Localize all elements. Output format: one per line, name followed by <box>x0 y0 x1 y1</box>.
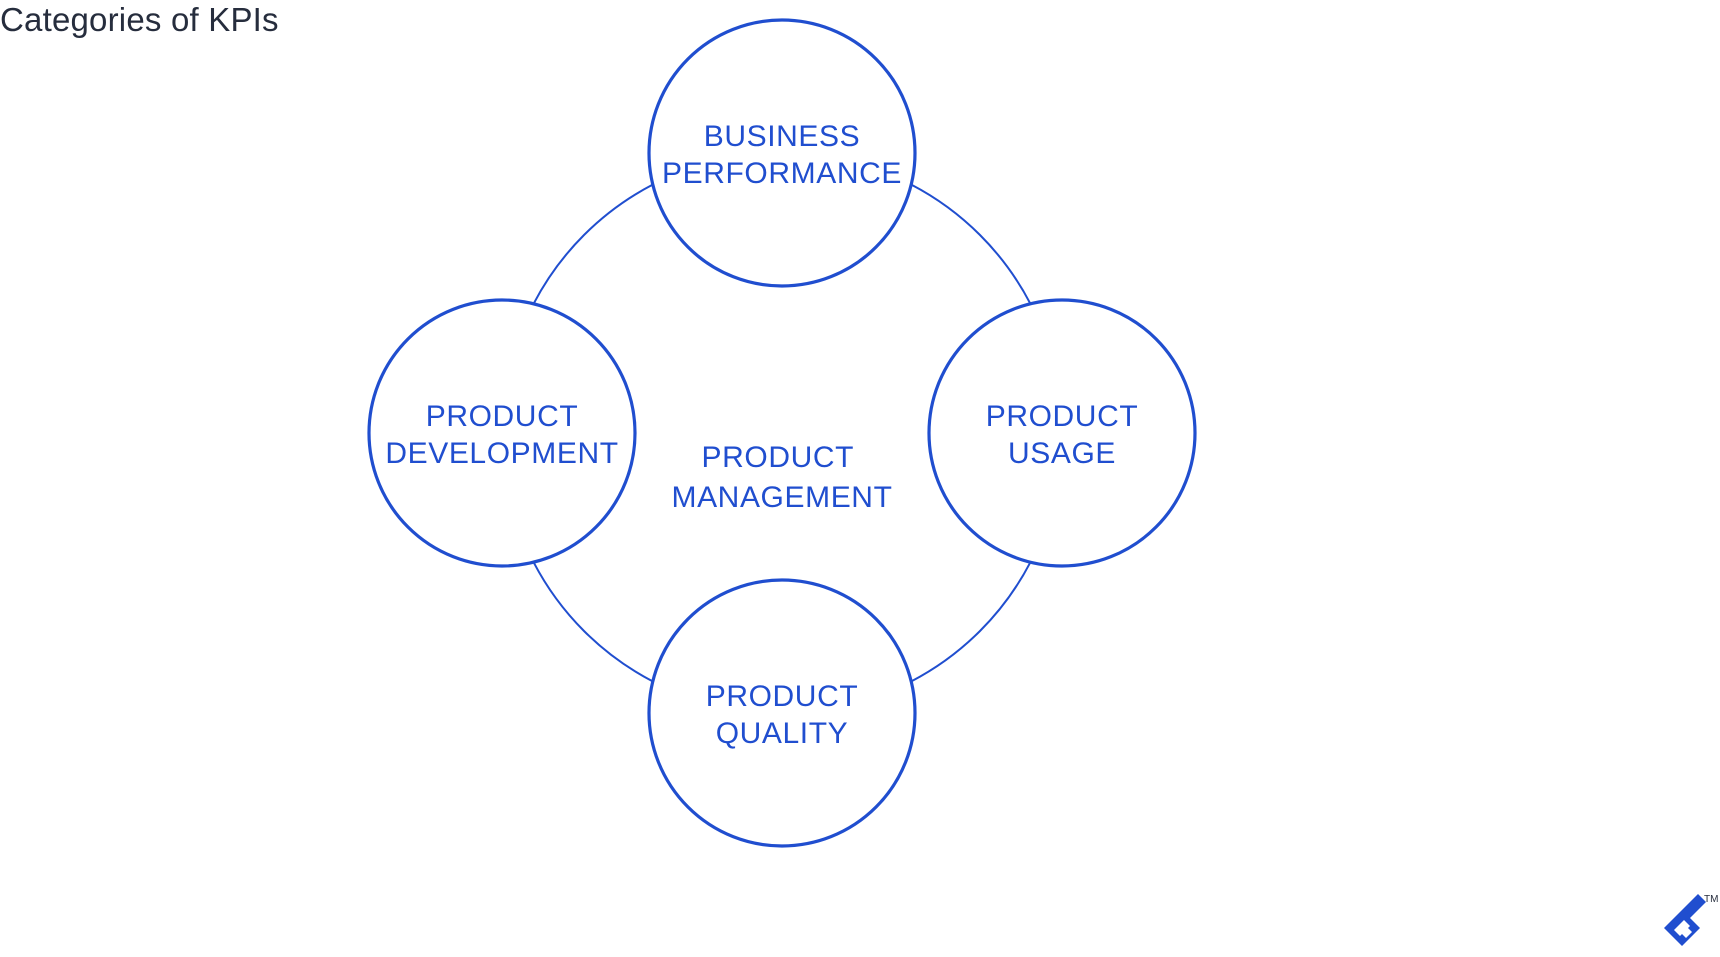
center-label-line: MANAGEMENT <box>671 481 892 514</box>
node-label-line: PRODUCT <box>986 400 1139 433</box>
node-label-line: DEVELOPMENT <box>385 437 618 470</box>
node-circle <box>367 298 637 568</box>
node-label-line: QUALITY <box>716 717 849 750</box>
node-circle <box>927 298 1197 568</box>
connector-arcs <box>532 183 1032 683</box>
connector-arc-product-development-to-business-performance <box>532 183 654 305</box>
toptal-logo-icon: TM <box>1664 894 1718 946</box>
node-label: PRODUCT USAGE <box>986 400 1139 470</box>
connector-arc-product-usage-to-product-quality <box>910 561 1032 683</box>
trademark-symbol: TM <box>1704 894 1718 905</box>
category-node-product-development: PRODUCT DEVELOPMENT <box>367 298 637 568</box>
node-circle <box>647 578 917 848</box>
category-node-business-performance: BUSINESS PERFORMANCE <box>647 18 917 288</box>
node-circle <box>647 18 917 288</box>
page-title: Categories of KPIs <box>0 1 279 38</box>
brand-logo: TM <box>1660 890 1720 952</box>
category-node-product-usage: PRODUCT USAGE <box>927 298 1197 568</box>
center-label: PRODUCT MANAGEMENT <box>671 441 892 514</box>
connector-arc-business-performance-to-product-usage <box>910 183 1032 305</box>
node-label-line: USAGE <box>1008 437 1116 470</box>
node-label: PRODUCT QUALITY <box>706 680 859 750</box>
node-label-line: PRODUCT <box>706 680 859 713</box>
center-label-line: PRODUCT <box>702 441 854 474</box>
node-label: BUSINESS PERFORMANCE <box>662 120 902 190</box>
node-label: PRODUCT DEVELOPMENT <box>385 400 618 470</box>
connector-arc-product-quality-to-product-development <box>532 561 654 683</box>
node-label-line: PERFORMANCE <box>662 157 902 190</box>
node-label-line: BUSINESS <box>704 120 861 153</box>
category-node-product-quality: PRODUCT QUALITY <box>647 578 917 848</box>
node-label-line: PRODUCT <box>426 400 579 433</box>
